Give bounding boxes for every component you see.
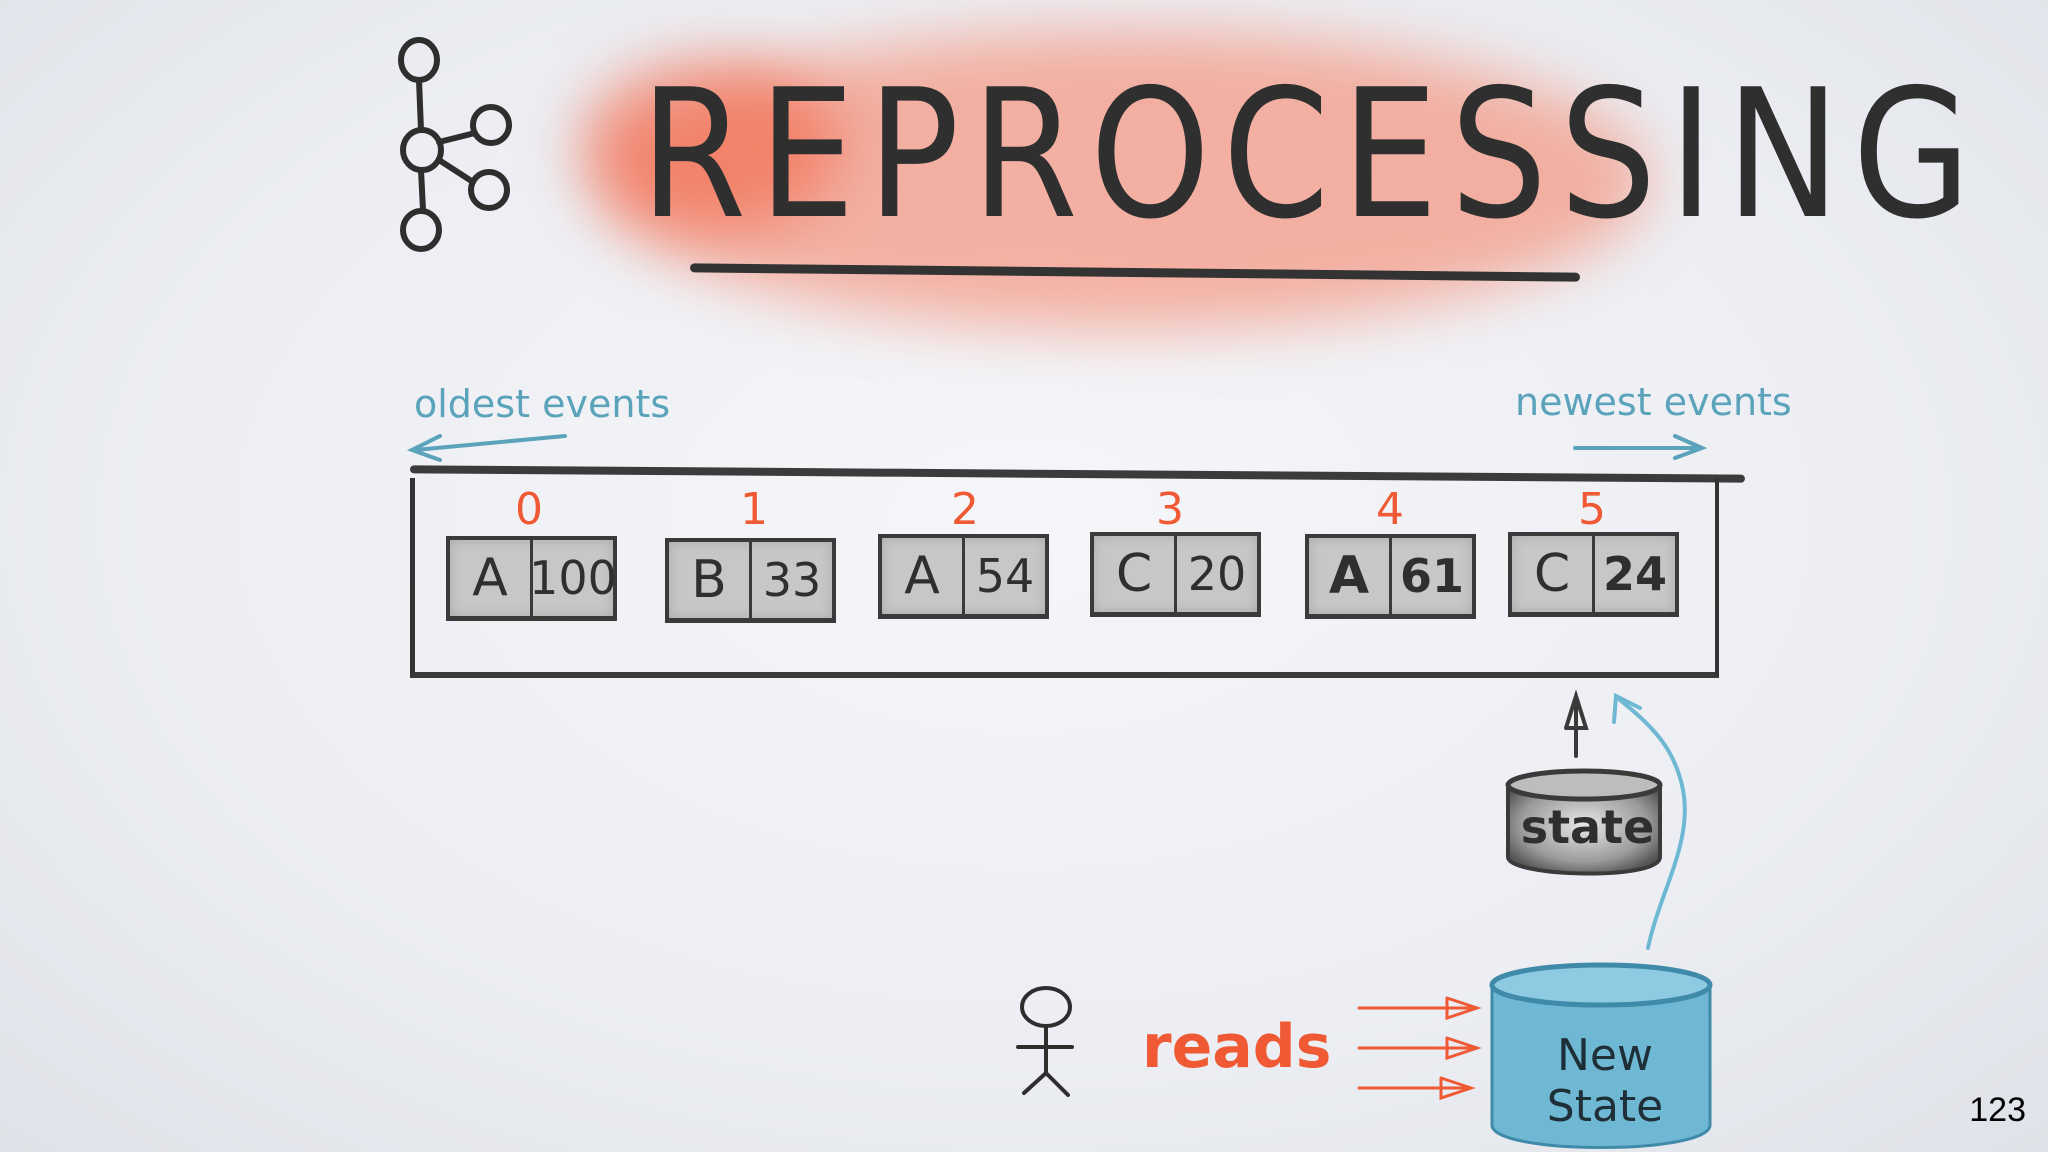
event-record-3: C 20	[1090, 532, 1261, 617]
event-value: 24	[1602, 547, 1667, 601]
oldest-events-label: oldest events	[414, 382, 671, 426]
event-value: 61	[1399, 549, 1464, 603]
state-label: state	[1520, 800, 1655, 854]
page-number: 123	[1969, 1091, 2026, 1129]
arrow-right-icon	[1573, 434, 1708, 460]
event-key: B	[669, 542, 752, 618]
state-up-arrow-icon	[1564, 690, 1589, 758]
event-index-1: 1	[740, 484, 768, 535]
title-highlight-blush-2	[580, 60, 840, 230]
event-key: A	[1309, 538, 1392, 614]
event-record-5: C 24	[1508, 532, 1679, 617]
new-state-up-arrow-icon	[1612, 692, 1687, 950]
event-index-5: 5	[1578, 484, 1606, 535]
read-arrows-icon	[1357, 996, 1482, 1101]
newest-events-label: newest events	[1515, 380, 1792, 424]
arrow-left-icon	[406, 434, 567, 462]
event-value: 20	[1187, 547, 1247, 601]
event-log	[410, 478, 1719, 678]
page-title: REPROCESSING	[640, 51, 1983, 258]
event-record-1: B 33	[665, 538, 836, 623]
event-index-4: 4	[1376, 484, 1404, 535]
event-record-2: A 54	[878, 534, 1049, 619]
kafka-logo-icon	[398, 37, 512, 252]
event-key: A	[882, 538, 965, 614]
event-key: C	[1094, 536, 1177, 612]
event-record-4: A 61	[1305, 534, 1476, 619]
new-state-label: New State	[1546, 1030, 1664, 1132]
event-value: 54	[975, 549, 1035, 603]
event-value: 100	[529, 551, 617, 605]
event-key: A	[450, 540, 533, 616]
event-value: 33	[762, 553, 822, 607]
reads-label: reads	[1142, 1012, 1332, 1082]
state-database-icon	[1505, 768, 1663, 876]
event-index-0: 0	[515, 484, 543, 535]
event-index-3: 3	[1156, 484, 1184, 535]
new-state-database-icon	[1489, 962, 1713, 1149]
event-key: C	[1512, 536, 1595, 612]
event-index-2: 2	[951, 484, 979, 535]
stick-figure-icon	[1016, 986, 1074, 1097]
event-record-0: A 100	[446, 536, 617, 621]
